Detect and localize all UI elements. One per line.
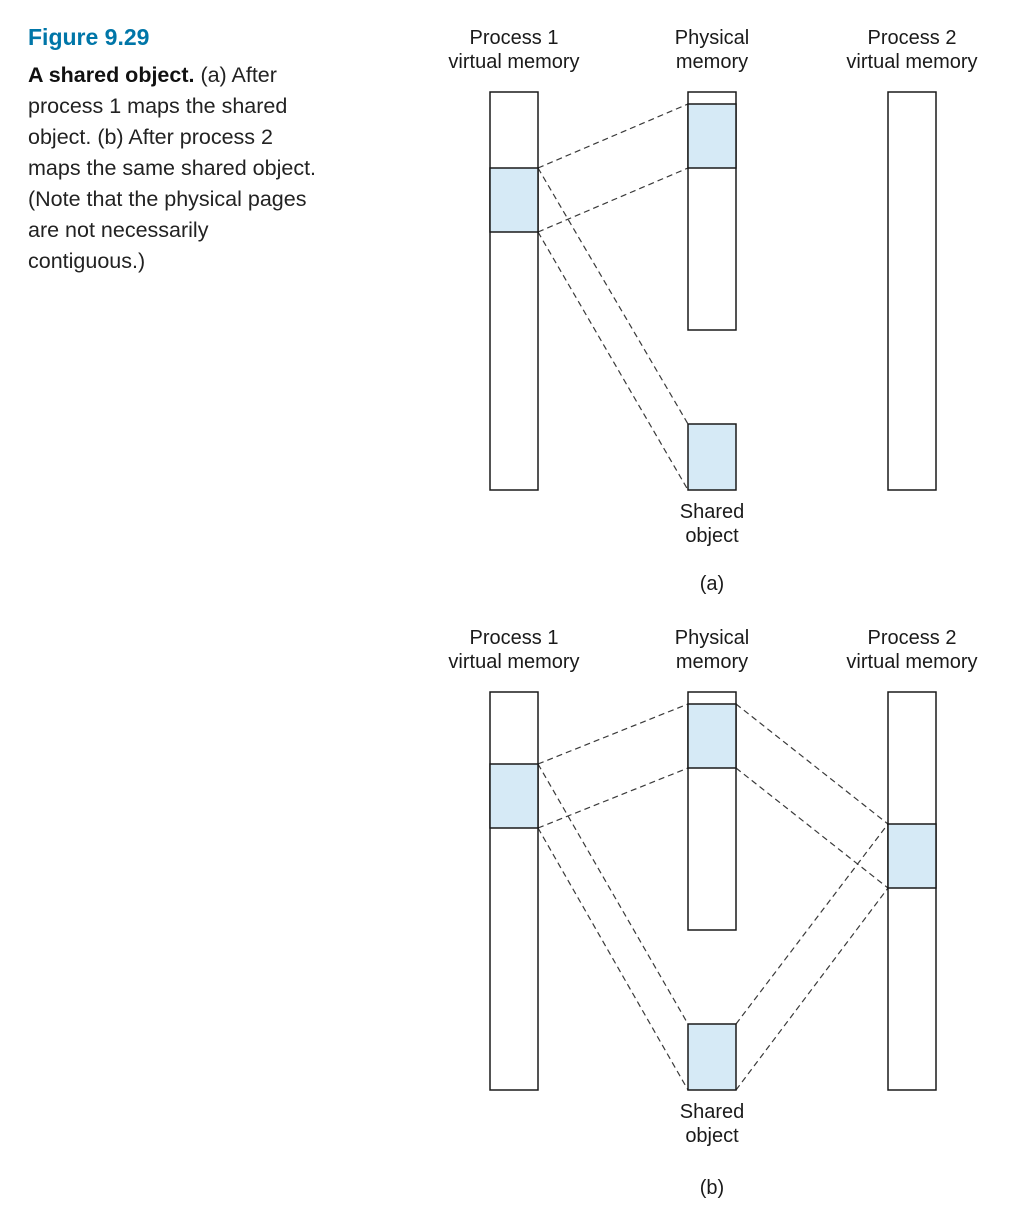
panel-a-shared-object-box bbox=[687, 423, 737, 491]
map-line-a-p1-to-shared-top bbox=[537, 167, 689, 425]
panel-b-physical-shared-page bbox=[687, 703, 737, 769]
panel-b-process1-mapped-page bbox=[489, 763, 539, 829]
map-line-a-p1-to-phys-top bbox=[537, 103, 689, 169]
panel-b-tag: (b) bbox=[700, 1177, 724, 1199]
figure-number: Figure 9.29 bbox=[28, 24, 150, 50]
panel-a-process1-label-line1: Process 1 bbox=[470, 27, 559, 49]
panel-b-physical-label-line1: Physical bbox=[675, 627, 749, 649]
panel-b-shared-object-box bbox=[687, 1023, 737, 1091]
panel-a-process1-label-line2: virtual memory bbox=[448, 51, 579, 73]
panel-b-process1-vm-column bbox=[489, 691, 539, 1091]
map-line-b-phys-to-p2-bottom bbox=[735, 767, 889, 889]
panel-b-process2-label-line1: Process 2 bbox=[868, 627, 957, 649]
panel-a-process1-mapped-page bbox=[489, 167, 539, 233]
panel-a-physical-label-line1: Physical bbox=[675, 27, 749, 49]
panel-a-shared-object-label-line2: object bbox=[685, 525, 739, 547]
panel-a-physical-shared-page bbox=[687, 103, 737, 169]
map-line-b-p1-to-shared-top bbox=[537, 763, 689, 1025]
panel-a-process1-vm-column bbox=[489, 91, 539, 491]
panel-b-process2-vm-column bbox=[887, 691, 937, 1091]
panel-b-physical-label-line2: memory bbox=[676, 651, 748, 673]
panel-b-process2-mapped-page bbox=[887, 823, 937, 889]
map-line-b-p1-to-phys-top bbox=[537, 703, 689, 765]
figure-caption-lead: A shared object. bbox=[28, 63, 195, 87]
panel-a-process2-vm-column bbox=[887, 91, 937, 491]
panel-a-process2-label-line2: virtual memory bbox=[846, 51, 977, 73]
map-line-b-p1-to-phys-bottom bbox=[537, 767, 689, 829]
panel-b: Process 1 virtual memory Physical memory… bbox=[448, 627, 977, 1199]
panel-b-shared-object-label-line1: Shared bbox=[680, 1101, 745, 1123]
figure-caption: Figure 9.29 A shared object. (a) After p… bbox=[28, 24, 320, 277]
panel-b-process1-label-line2: virtual memory bbox=[448, 651, 579, 673]
panel-b-process2-label-line2: virtual memory bbox=[846, 651, 977, 673]
panel-a-mapping-lines bbox=[537, 103, 689, 491]
figure-caption-body: (a) After process 1 maps the shared obje… bbox=[28, 63, 317, 273]
panel-b-shared-object-label-line2: object bbox=[685, 1125, 739, 1147]
map-line-b-p1-to-shared-bottom bbox=[537, 827, 689, 1091]
panel-a-physical-label-line2: memory bbox=[676, 51, 748, 73]
figure-caption-text: A shared object. (a) After process 1 map… bbox=[28, 60, 320, 277]
map-line-b-shared-to-p2-bottom bbox=[735, 887, 889, 1091]
panel-b-process1-label-line1: Process 1 bbox=[470, 627, 559, 649]
map-line-b-phys-to-p2-top bbox=[735, 703, 889, 825]
panel-a-process2-label-line1: Process 2 bbox=[868, 27, 957, 49]
panel-a-shared-object-label-line1: Shared bbox=[680, 501, 745, 523]
map-line-b-shared-to-p2-top bbox=[735, 823, 889, 1025]
panel-a-tag: (a) bbox=[700, 573, 724, 595]
panel-b-mapping-lines bbox=[537, 703, 889, 1091]
map-line-a-p1-to-shared-bottom bbox=[537, 231, 689, 491]
map-line-a-p1-to-phys-bottom bbox=[537, 167, 689, 233]
panel-a: Process 1 virtual memory Physical memory… bbox=[448, 27, 977, 595]
